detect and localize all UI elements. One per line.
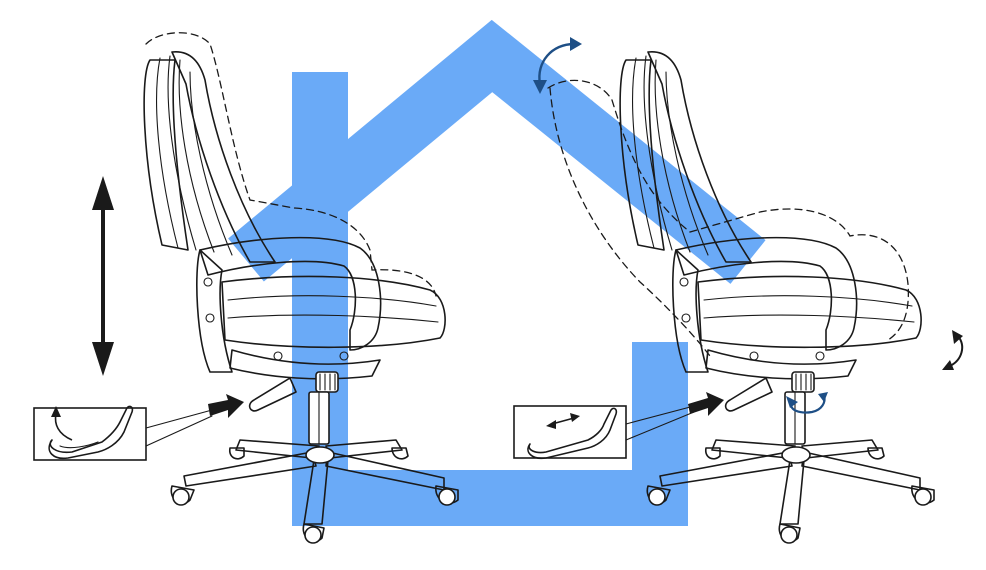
house-shape — [228, 19, 766, 526]
backrest-tilt-arrow-icon — [533, 37, 582, 94]
seat-rock-arrow-icon — [942, 330, 964, 370]
left-chair-illustration — [143, 32, 459, 544]
pointer-arrow-icon — [208, 394, 244, 418]
raised-backrest-outline — [145, 32, 437, 297]
pointer-arrow-icon — [688, 392, 724, 416]
tension-knob-rotate-arrow-icon — [786, 392, 828, 414]
push-pull-lever-inset-icon — [513, 405, 695, 460]
tilted-backrest-outline — [547, 79, 910, 341]
right-chair-illustration — [547, 50, 935, 544]
height-double-arrow-icon — [92, 176, 114, 376]
lift-lever-inset-icon — [33, 405, 213, 461]
